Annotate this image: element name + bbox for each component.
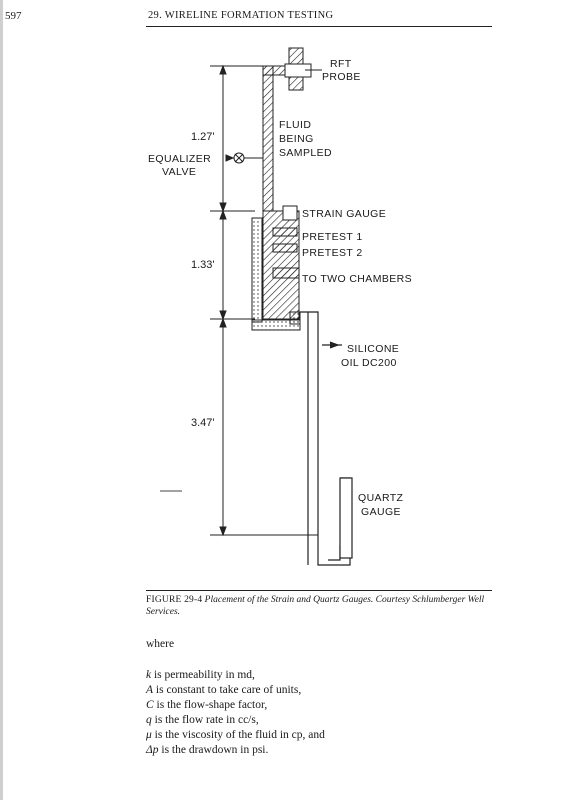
fluid-label-2: BEING — [279, 133, 314, 145]
page-number: 597 — [5, 10, 22, 22]
silicone-oil-reservoir — [251, 217, 301, 331]
where-text: where — [146, 638, 175, 650]
chambers-label: TO TWO CHAMBERS — [302, 273, 412, 285]
pressure-branches — [272, 205, 300, 279]
dimension-label-1: 1.27' — [191, 131, 215, 143]
equalizer-valve — [225, 152, 263, 164]
figure-caption: FIGURE 29-4 Placement of the Strain and … — [146, 595, 496, 619]
fluid-label-1: FLUID — [279, 119, 311, 131]
pretest2-label: PRETEST 2 — [302, 247, 363, 259]
figure-caption-text: Placement of the Strain and Quartz Gauge… — [146, 595, 485, 617]
definition-item: C is the flow-shape factor, — [146, 699, 268, 711]
pretest1-label: PRETEST 1 — [302, 231, 363, 243]
tool-flowline — [262, 65, 300, 320]
caption-rule — [146, 590, 492, 591]
gauge-placement-diagram: RFT PROBE FLUID BEING SAMPLED EQUALIZER … — [148, 47, 412, 566]
header-rule — [146, 26, 492, 27]
dimension-label-2: 1.33' — [191, 259, 215, 271]
silicone-label-2: OIL DC200 — [341, 357, 397, 369]
rft-probe-label-2: PROBE — [322, 71, 361, 83]
quartz-gauge — [339, 477, 353, 559]
quartz-label-1: QUARTZ — [358, 492, 404, 504]
definition-item: k is permeability in md, — [146, 669, 255, 681]
rft-probe-label-1: RFT — [330, 58, 352, 70]
equalizer-label-1: EQUALIZER — [148, 153, 211, 165]
fluid-label-3: SAMPLED — [279, 147, 332, 159]
silicone-label-1: SILICONE — [347, 343, 399, 355]
quartz-label-2: GAUGE — [361, 506, 401, 518]
definition-item: A is constant to take care of units, — [146, 684, 302, 696]
definition-item: q is the flow rate in cc/s, — [146, 714, 259, 726]
dimension-label-3: 3.47' — [191, 417, 215, 429]
page-edge-shadow — [0, 0, 3, 800]
definition-item: μ is the viscosity of the fluid in cp, a… — [146, 729, 325, 741]
definition-item: Δp is the drawdown in psi. — [146, 744, 269, 756]
running-head: 29. WIRELINE FORMATION TESTING — [148, 10, 334, 21]
figure-number: FIGURE 29-4 — [146, 595, 203, 605]
rft-probe — [284, 47, 322, 91]
strain-gauge-label: STRAIN GAUGE — [302, 208, 386, 220]
variable-definitions: k is permeability in md, A is constant t… — [146, 668, 496, 758]
equalizer-label-2: VALVE — [162, 166, 196, 178]
